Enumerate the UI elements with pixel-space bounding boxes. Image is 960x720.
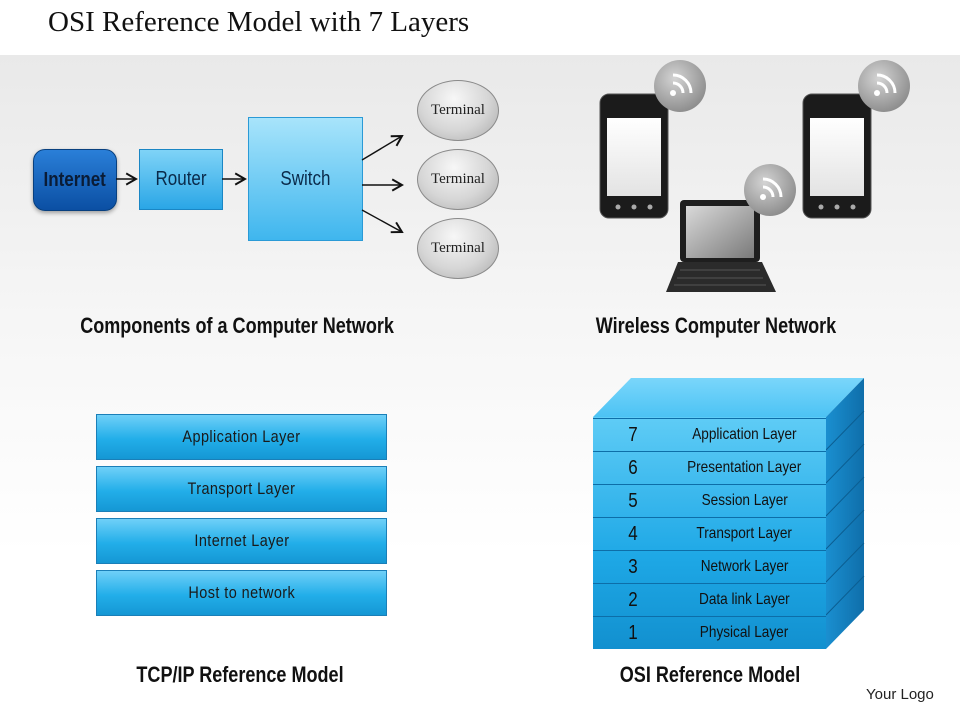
osi-top-face [593,378,864,417]
osi-layer-label: Application Layer [692,426,797,443]
osi-layer-row: 4 Transport Layer [593,517,826,550]
terminal-node: Terminal [417,80,499,141]
osi-layer-row: 2 Data link Layer [593,583,826,616]
tcpip-layer: Transport Layer [96,466,387,512]
terminal-node: Terminal [417,149,499,210]
router-box: Router [139,149,223,210]
osi-caption: OSI Reference Model [619,662,801,687]
osi-layer-row: 5 Session Layer [593,484,826,517]
terminal-node: Terminal [417,218,499,279]
logo-placeholder: Your Logo [866,686,934,703]
osi-layer-label: Data link Layer [699,591,790,608]
osi-layer-number: 5 [628,489,638,512]
wifi-icon [858,60,910,112]
tcpip-layer: Internet Layer [96,518,387,564]
wifi-icon [744,164,796,216]
smartphone-icon [802,93,872,219]
osi-layer-label: Session Layer [701,492,788,509]
osi-layer-label: Network Layer [700,558,789,575]
switch-box: Switch [248,117,363,241]
osi-layer-label: Transport Layer [696,525,793,542]
osi-layer-row: 1 Physical Layer [593,616,826,649]
osi-layer-number: 7 [628,423,638,446]
network-caption: Components of a Computer Network [80,313,394,338]
page-title: OSI Reference Model with 7 Layers [48,6,470,38]
osi-layer-number: 4 [628,522,638,545]
osi-layer-label: Presentation Layer [687,459,802,476]
tcpip-layer: Application Layer [96,414,387,460]
arrow-switch-terminal-3 [361,209,404,234]
osi-layer-row: 7 Application Layer [593,418,826,451]
osi-layer-row: 3 Network Layer [593,550,826,583]
osi-layer-number: 1 [628,621,638,644]
osi-layer-number: 6 [628,456,638,479]
tcpip-caption: TCP/IP Reference Model [136,662,344,687]
osi-layer-row: 6 Presentation Layer [593,451,826,484]
osi-layer-number: 2 [628,588,638,611]
internet-box: Internet [33,149,117,211]
tcpip-layer: Host to network [96,570,387,616]
osi-layer-label: Physical Layer [700,624,789,641]
wireless-caption: Wireless Computer Network [595,313,837,338]
wireless-illustration [599,60,910,292]
osi-side-face [826,378,864,649]
laptop-icon [666,200,776,292]
wifi-icon [654,60,706,112]
osi-layer-number: 3 [628,555,638,578]
smartphone-icon [599,93,669,219]
arrow-switch-terminal-1 [361,134,404,161]
osi-front-face [593,417,826,649]
